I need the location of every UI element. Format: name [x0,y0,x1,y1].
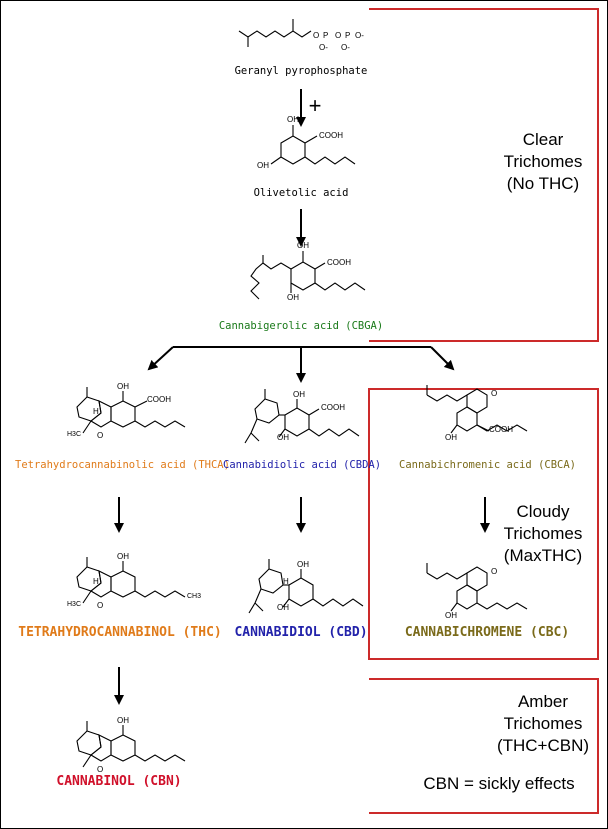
structure-cbn [76,721,186,768]
atom-label-o-minus: O- [319,43,328,52]
label-cbca: Cannabichromenic acid (CBCA) [399,459,577,471]
structure-cbc [426,563,528,612]
atom-label-oh: OH [297,241,309,250]
structure-cbga [250,251,366,300]
clear-line-1: Clear [522,130,564,149]
structure-thc [76,557,186,604]
label-olivetolic-acid: Olivetolic acid [253,187,349,199]
cloudy-line-2: Trichomes [503,524,583,543]
atom-label-oh: OH [277,603,289,612]
clear-trichomes-text: Clear Trichomes (No THC) [491,129,595,195]
atom-label-cooh: COOH [489,425,513,434]
label-geranyl-pyrophosphate: Geranyl pyrophosphate [234,65,368,77]
label-cbd: CANNABIDIOL (CBD) [234,625,368,640]
atom-label-oh: OH [297,560,309,569]
cbn-sickly-note: CBN = sickly effects [423,774,575,793]
atom-label-oh: OH [257,161,269,170]
structure-olivetolic-acid [270,125,356,165]
atom-label-oh: OH [445,611,457,620]
amber-line-1: Amber [517,692,569,711]
atom-label-ch3: CH3 [187,593,202,600]
cloudy-line-1: Cloudy [516,502,570,521]
atom-label-oh: OH [287,115,299,124]
amber-line-3: (THC+CBN) [496,736,590,755]
clear-trichomes-box [369,8,599,342]
atom-label-h: H [93,577,99,586]
atom-label-h3c: H3C [67,601,82,608]
atom-label-cooh: COOH [327,258,351,267]
atom-label-h3c: H3C [67,431,82,438]
label-thca: Tetrahydrocannabinolic acid (THCA) [15,459,230,471]
cloudy-line-3: (MaxTHC) [503,546,583,565]
amber-trichomes-box [369,678,599,814]
clear-line-2: Trichomes [503,152,583,171]
atom-label-cooh: COOH [321,403,345,412]
amber-line-2: Trichomes [503,714,583,733]
arrow-cbga-branch-left [147,346,174,371]
atom-label-oh: OH [287,293,299,302]
atom-label-cooh: COOH [319,131,343,140]
atom-label-o-minus: O- [355,31,364,40]
atom-label-o: O [97,765,104,774]
atom-label-p: P [323,31,329,40]
atom-label-o: O [97,601,104,610]
cloudy-trichomes-box [368,388,599,660]
atom-label-h: H [283,577,289,586]
label-cbn: CANNABINOL (CBN) [56,774,182,789]
atom-label-o: O [491,389,498,398]
amber-trichomes-text: Amber Trichomes (THC+CBN) [491,691,595,757]
structure-geranyl-pyrophosphate [238,19,312,47]
plus-sign: + [308,93,322,118]
atom-label-o-minus: O- [341,43,350,52]
structure-thca [76,387,186,434]
atom-label-oh: OH [117,716,129,725]
arrow-cbga-branch-right [430,346,455,371]
cloudy-trichomes-text: Cloudy Trichomes (MaxTHC) [491,501,595,567]
label-cbga: Cannabigerolic acid (CBGA) [218,320,384,332]
atom-label-o: O [335,31,342,40]
structure-cbca [426,385,528,434]
structure-cbd [248,559,364,614]
atom-label-o: O [97,431,104,440]
atom-label-o: O [313,31,320,40]
atom-label-oh: OH [445,433,457,442]
atom-label-cooh: COOH [147,395,171,404]
label-thc: TETRAHYDROCANNABINOL (THC) [18,625,222,640]
atom-label-oh: OH [293,390,305,399]
atom-label-oh: OH [277,433,289,442]
atom-label-h: H [93,407,99,416]
structure-cbda [244,389,360,444]
atom-label-o: O [491,567,498,576]
atom-label-oh: OH [117,382,129,391]
label-cbda: Cannabidiolic acid (CBDA) [223,459,382,471]
clear-line-3: (No THC) [506,174,580,193]
atom-label-oh: OH [117,552,129,561]
label-cbc: CANNABICHROMENE (CBC) [404,625,570,640]
atom-label-p: P [345,31,351,40]
